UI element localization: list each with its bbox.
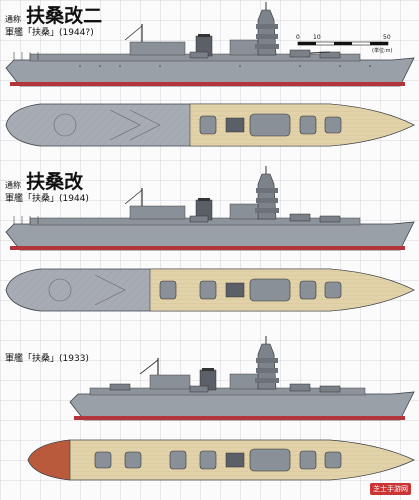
entry-1-title: 扶桑改二 — [26, 5, 103, 27]
ship-1-profile — [5, 2, 415, 87]
entry-1-prefix: 通称 — [5, 15, 21, 24]
entry-3-subtitle: 軍艦「扶桑」(1933) — [5, 354, 89, 364]
ship-3-profile — [69, 336, 415, 421]
watermark: 芝士手游网 — [370, 483, 411, 495]
scale-bar — [297, 41, 389, 46]
entry-1-label: 通称 扶桑改二 — [5, 6, 102, 26]
scale-tick-50: 50 — [383, 34, 391, 41]
entry-2-label: 通称 扶桑改 — [5, 172, 83, 192]
entry-2-prefix: 通称 — [5, 181, 21, 190]
scale-tick-0: 0 — [296, 34, 300, 41]
ship-3-plan — [27, 439, 415, 481]
entry-1-subtitle: 軍艦「扶桑」(1944?) — [5, 28, 94, 38]
ship-2-plan — [5, 268, 415, 312]
ship-1-plan — [5, 103, 415, 147]
scale-tick-10: 10 — [313, 34, 321, 41]
entry-2-title: 扶桑改 — [26, 171, 84, 193]
scale-unit: (単位:m) — [372, 48, 393, 54]
entry-2-subtitle: 軍艦「扶桑」(1944) — [5, 194, 89, 204]
ship-2-profile — [5, 166, 415, 251]
